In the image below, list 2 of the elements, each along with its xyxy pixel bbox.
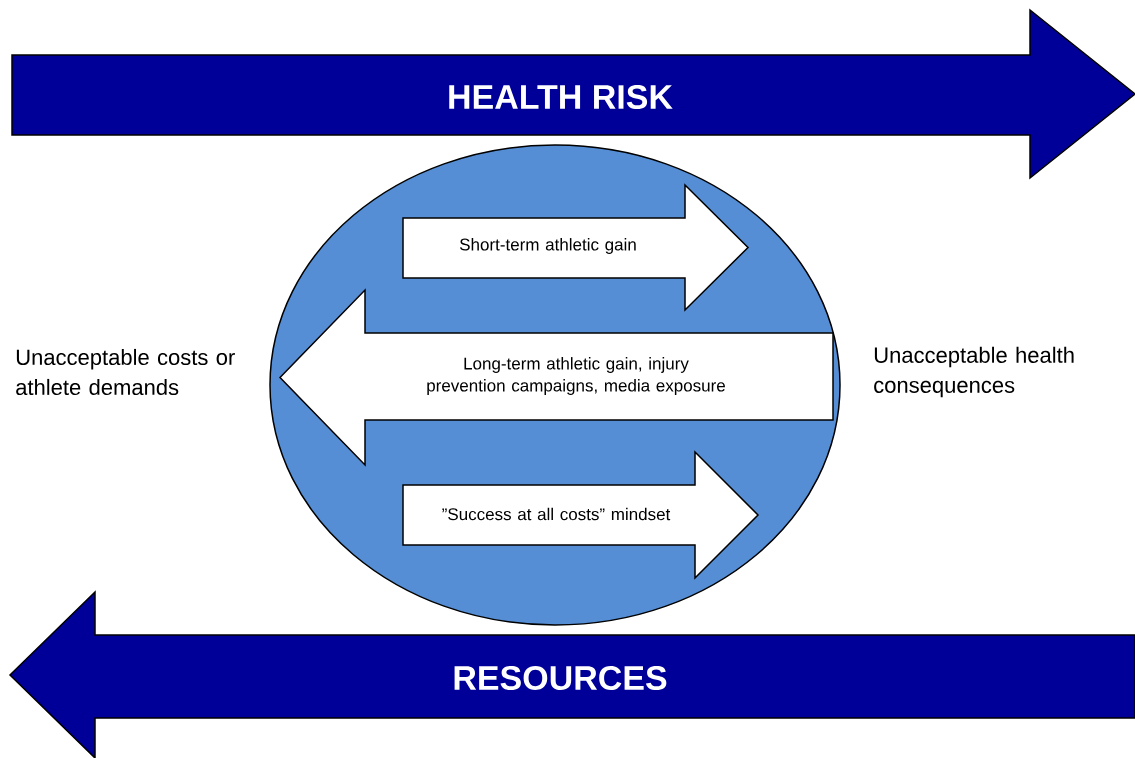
side-label: Unacceptable costs or athlete demands [16,348,235,396]
side-label: Unacceptable health consequences [874,346,1074,398]
